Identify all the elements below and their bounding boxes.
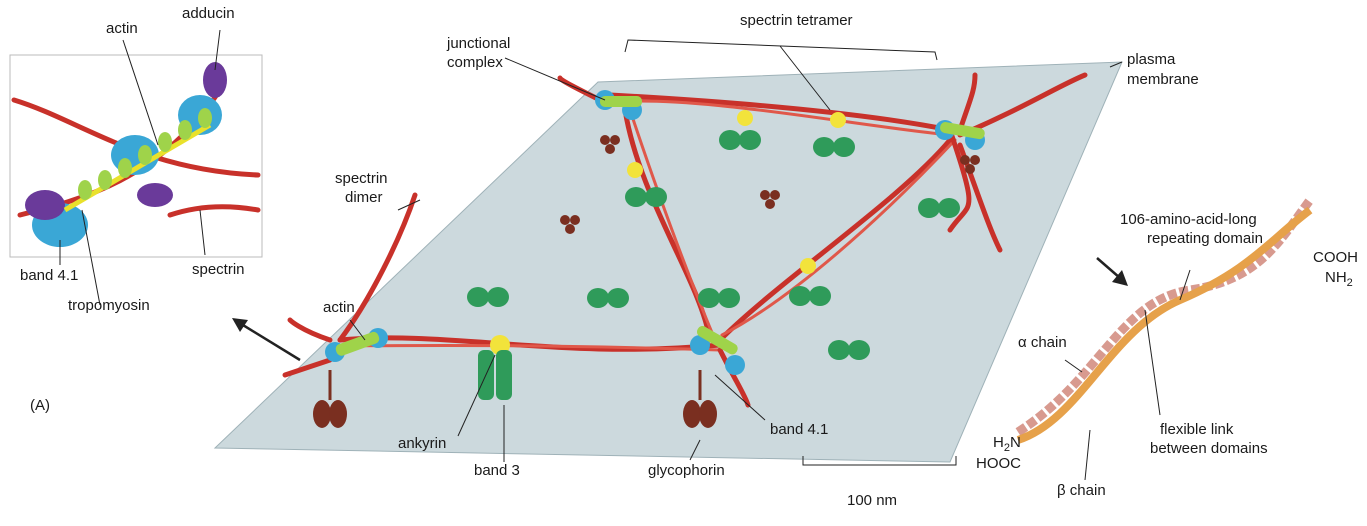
label-hooc: HOOC: [976, 455, 1021, 472]
label-actin: actin: [323, 299, 355, 316]
label-ankyrin: ankyrin: [398, 435, 446, 452]
label-flex-1: flexible link: [1160, 421, 1234, 438]
panel-label: (A): [30, 397, 50, 414]
leader-lines: [59, 29, 1191, 481]
label-cooh: COOH: [1313, 249, 1358, 266]
label-beta-chain: β chain: [1057, 482, 1106, 499]
label-alpha-chain: α chain: [1018, 334, 1067, 351]
label-spectrin-dimer-1: spectrin: [335, 170, 388, 187]
label-adducin: adducin: [182, 5, 235, 22]
label-inset-actin: actin: [106, 20, 138, 37]
label-band41: band 4.1: [770, 421, 828, 438]
inset-junctional-complex: [9, 54, 263, 258]
label-flex-2: between domains: [1150, 440, 1268, 457]
label-h2n: H2N: [993, 434, 1021, 454]
label-junctional-1: junctional: [446, 35, 510, 52]
label-plasma-2: membrane: [1127, 71, 1199, 88]
label-spectrin-tetramer: spectrin tetramer: [740, 12, 853, 29]
label-repeat-2: repeating domain: [1147, 230, 1263, 247]
label-inset-spectrin: spectrin: [192, 261, 245, 278]
label-band3: band 3: [474, 462, 520, 479]
label-spectrin-dimer-2: dimer: [345, 189, 383, 206]
label-tropomyosin: tropomyosin: [68, 297, 150, 314]
labels: actin adducin spectrin band 4.1 tropomyo…: [20, 5, 1358, 509]
arrows: [232, 257, 1128, 362]
spectrin-dimer-detail: [1015, 197, 1314, 444]
label-glycophorin: glycophorin: [648, 462, 725, 479]
label-plasma-1: plasma: [1127, 51, 1176, 68]
label-inset-band41: band 4.1: [20, 267, 78, 284]
scale-bar: [802, 456, 957, 466]
label-junctional-2: complex: [447, 54, 503, 71]
junctional-complexes: [325, 90, 985, 375]
glycophorin-proteins: [313, 135, 980, 428]
label-repeat-1: 106-amino-acid-long: [1120, 211, 1257, 228]
scale-bar-label: 100 nm: [847, 492, 897, 509]
spectrin-network: [282, 72, 1088, 408]
label-nh2: NH2: [1325, 269, 1353, 289]
